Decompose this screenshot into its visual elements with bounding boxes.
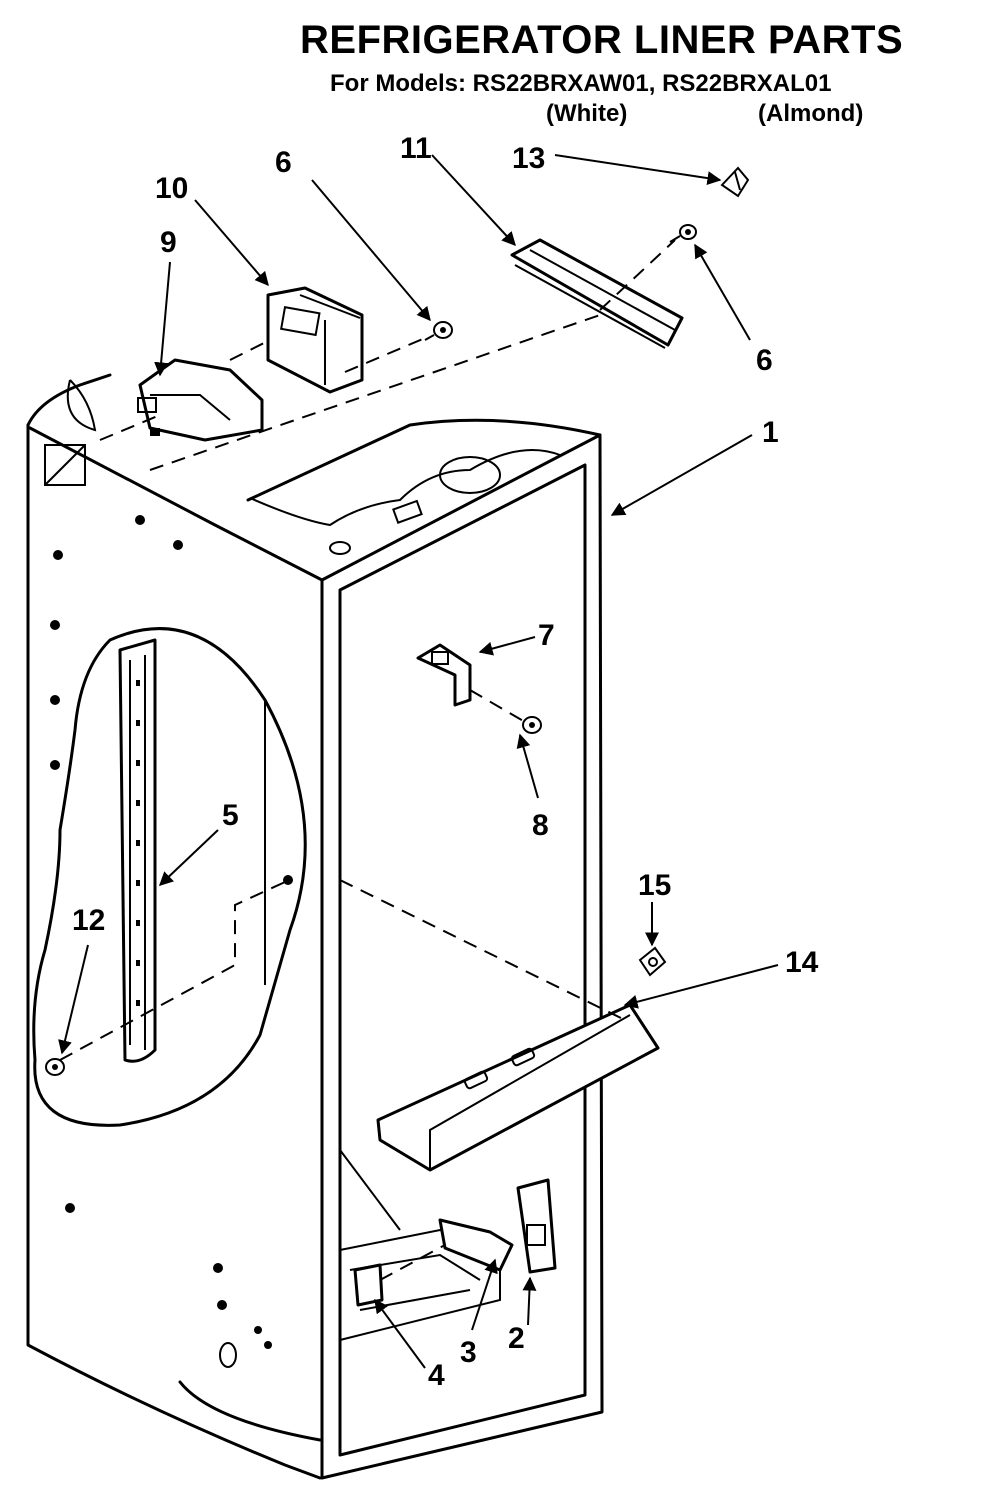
- block-part-4: [353, 1263, 384, 1307]
- callout-10: 10: [155, 172, 188, 205]
- white-color-label: (White): [546, 100, 628, 127]
- callout-11: 11: [400, 132, 432, 165]
- callout-14: 14: [785, 946, 819, 979]
- bracket-part-3: [438, 1218, 514, 1272]
- screw-part-6-right: [669, 224, 697, 243]
- callout-6-right: 6: [756, 344, 773, 377]
- callout-12: 12: [72, 904, 105, 937]
- clip-part-15: [638, 946, 667, 977]
- callout-6-left: 6: [275, 146, 292, 179]
- callout-1: 1: [762, 416, 779, 449]
- callout-13: 13: [512, 142, 545, 175]
- bracket-part-2: [516, 1178, 557, 1274]
- model-list: For Models: RS22BRXAW01, RS22BRXAL01: [330, 70, 832, 97]
- liner-part-1: [26, 373, 604, 1480]
- callout-5: 5: [222, 799, 239, 832]
- screw-part-6-left: [424, 321, 453, 341]
- shelf-rail-part-5: [118, 638, 157, 1063]
- diagram-title: REFRIGERATOR LINER PARTS: [300, 18, 904, 62]
- screw-part-8: [522, 716, 542, 734]
- almond-color-label: (Almond): [758, 100, 864, 127]
- control-cover-part-10: [266, 286, 364, 394]
- callout-7: 7: [538, 619, 555, 652]
- callout-labels: 1 2 3 4 5 6 6 7 8 9 10 11 12 13 14 15: [72, 132, 819, 1392]
- callout-8: 8: [532, 809, 549, 842]
- leader-arrows: [58, 154, 779, 1369]
- callout-4: 4: [428, 1359, 445, 1392]
- callout-9: 9: [160, 226, 177, 259]
- callout-3: 3: [460, 1336, 477, 1369]
- trim-part-14: [376, 1003, 660, 1172]
- callout-15: 15: [638, 869, 671, 902]
- top-rail-part-11: [510, 238, 684, 349]
- clip-part-13: [720, 166, 750, 198]
- control-housing-part-9: [66, 358, 264, 442]
- assembly-lines: [59, 239, 676, 1281]
- wall-holes: [50, 515, 293, 1368]
- callout-2: 2: [508, 1322, 525, 1355]
- bracket-part-7: [416, 643, 472, 707]
- screw-part-12: [45, 1058, 65, 1076]
